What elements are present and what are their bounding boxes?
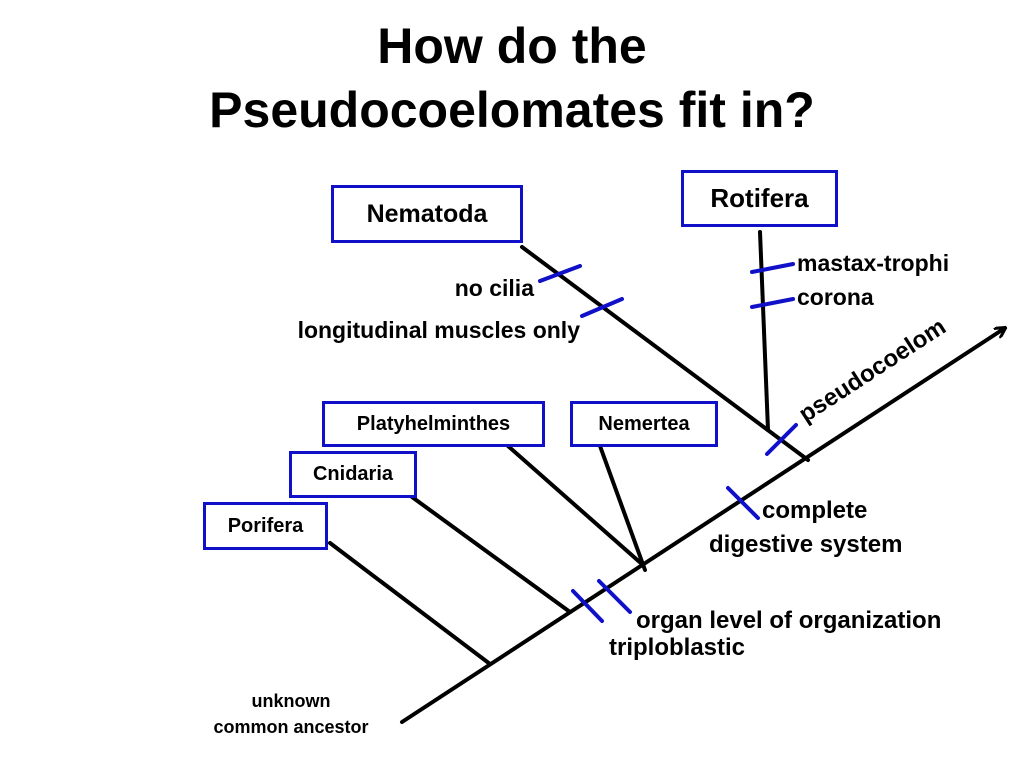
tick-longitudinal-muscles [580,297,624,318]
taxon-box-rotifera: Rotifera [681,170,838,227]
character-complete-line1: complete [762,497,868,524]
tick-pseudocoelom [765,423,798,456]
taxon-box-porifera: Porifera [203,502,328,550]
root-label-line-2: common ancestor [213,717,369,737]
main-trunk [400,328,1005,724]
title-line-2: Pseudocoelomates fit in? [209,82,815,138]
branch-rotifera [758,230,770,432]
taxon-box-nemertea: Nemertea [570,401,718,447]
taxon-box-platyhelminthes: Platyhelminthes [322,401,545,447]
character-triploblastic: triploblastic [609,634,746,661]
taxon-label-cnidaria: Cnidaria [312,463,394,485]
branch-cnidaria [410,495,572,614]
branch-porifera [328,541,492,666]
character-complete-line2: digestive system [709,531,903,558]
tick-corona [750,297,795,309]
title-line-1: How do the [377,18,647,74]
root-label-line-1: unknown [251,691,331,711]
taxon-box-cnidaria: Cnidaria [289,451,417,498]
taxon-label-platyhelminthes: Platyhelminthes [356,412,511,435]
taxon-label-porifera: Porifera [227,514,304,537]
taxon-label-rotifera: Rotifera [710,183,809,213]
tick-mastax-trophi [750,262,795,274]
branch-nematoda [520,245,810,462]
character-longitudinal-muscles: longitudinal muscles only [297,317,580,343]
taxon-box-nematoda: Nematoda [331,185,523,243]
taxon-label-nematoda: Nematoda [366,199,488,228]
character-mastax-trophi: mastax-trophi [797,250,950,276]
branch-nemertea [598,444,647,572]
diagram-title: How do the Pseudocoelomates fit in? [0,14,1024,142]
tick-organ-level [597,579,632,614]
character-organ-level: organ level of organization [636,607,942,634]
character-no-cilia: no cilia [454,275,534,301]
taxon-label-nemertea: Nemertea [598,412,690,435]
branch-platyhelminthes [506,444,645,567]
root-label: unknown common ancestor [186,688,396,740]
character-corona: corona [797,284,874,310]
tick-complete-digestive [726,486,760,520]
tick-triploblastic [571,589,604,623]
tick-no-cilia [538,264,582,283]
